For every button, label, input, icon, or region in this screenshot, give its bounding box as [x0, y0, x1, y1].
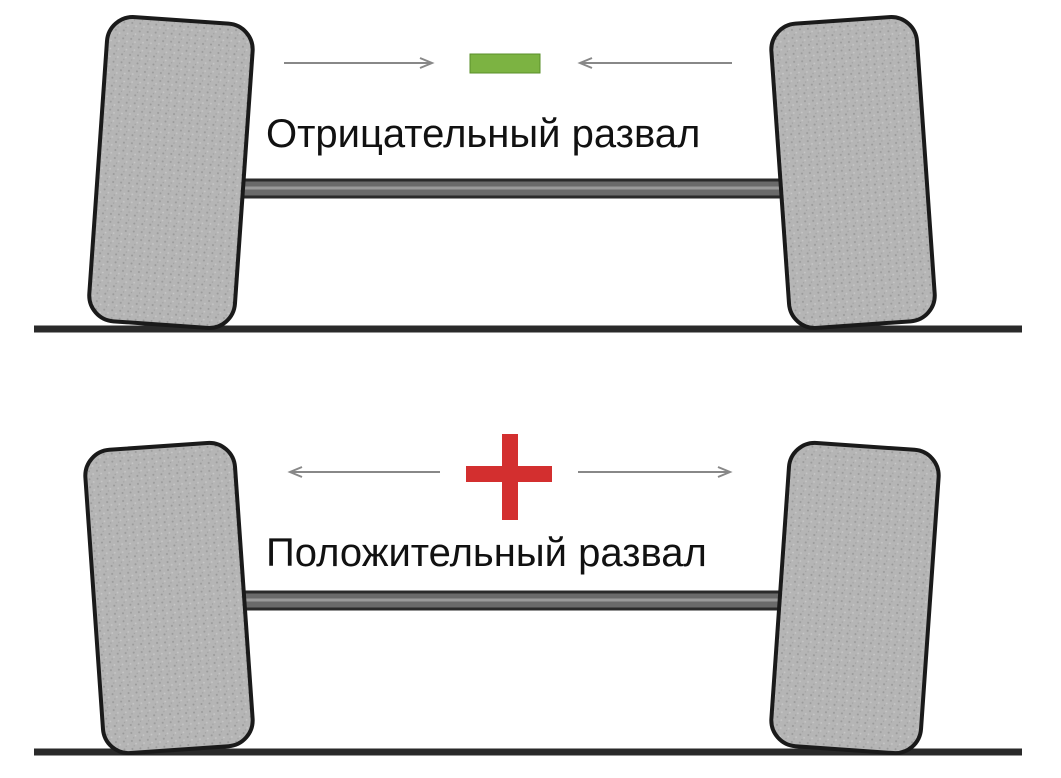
negative-camber-label: Отрицательный развал — [266, 112, 701, 156]
negative-camber-panel — [34, 15, 1022, 333]
positive-camber-label: Положительный развал — [266, 531, 707, 575]
right-wheel — [769, 440, 941, 756]
right-wheel — [769, 15, 937, 330]
minus-sign — [469, 53, 541, 74]
outward-arrow-left — [287, 466, 440, 478]
inward-arrow-right — [577, 57, 732, 69]
outward-arrow-right — [578, 466, 733, 478]
left-wheel — [87, 15, 255, 330]
left-wheel — [83, 440, 255, 756]
positive-camber-panel — [34, 434, 1022, 756]
inward-arrow-left — [284, 57, 435, 69]
plus-sign — [466, 434, 552, 520]
